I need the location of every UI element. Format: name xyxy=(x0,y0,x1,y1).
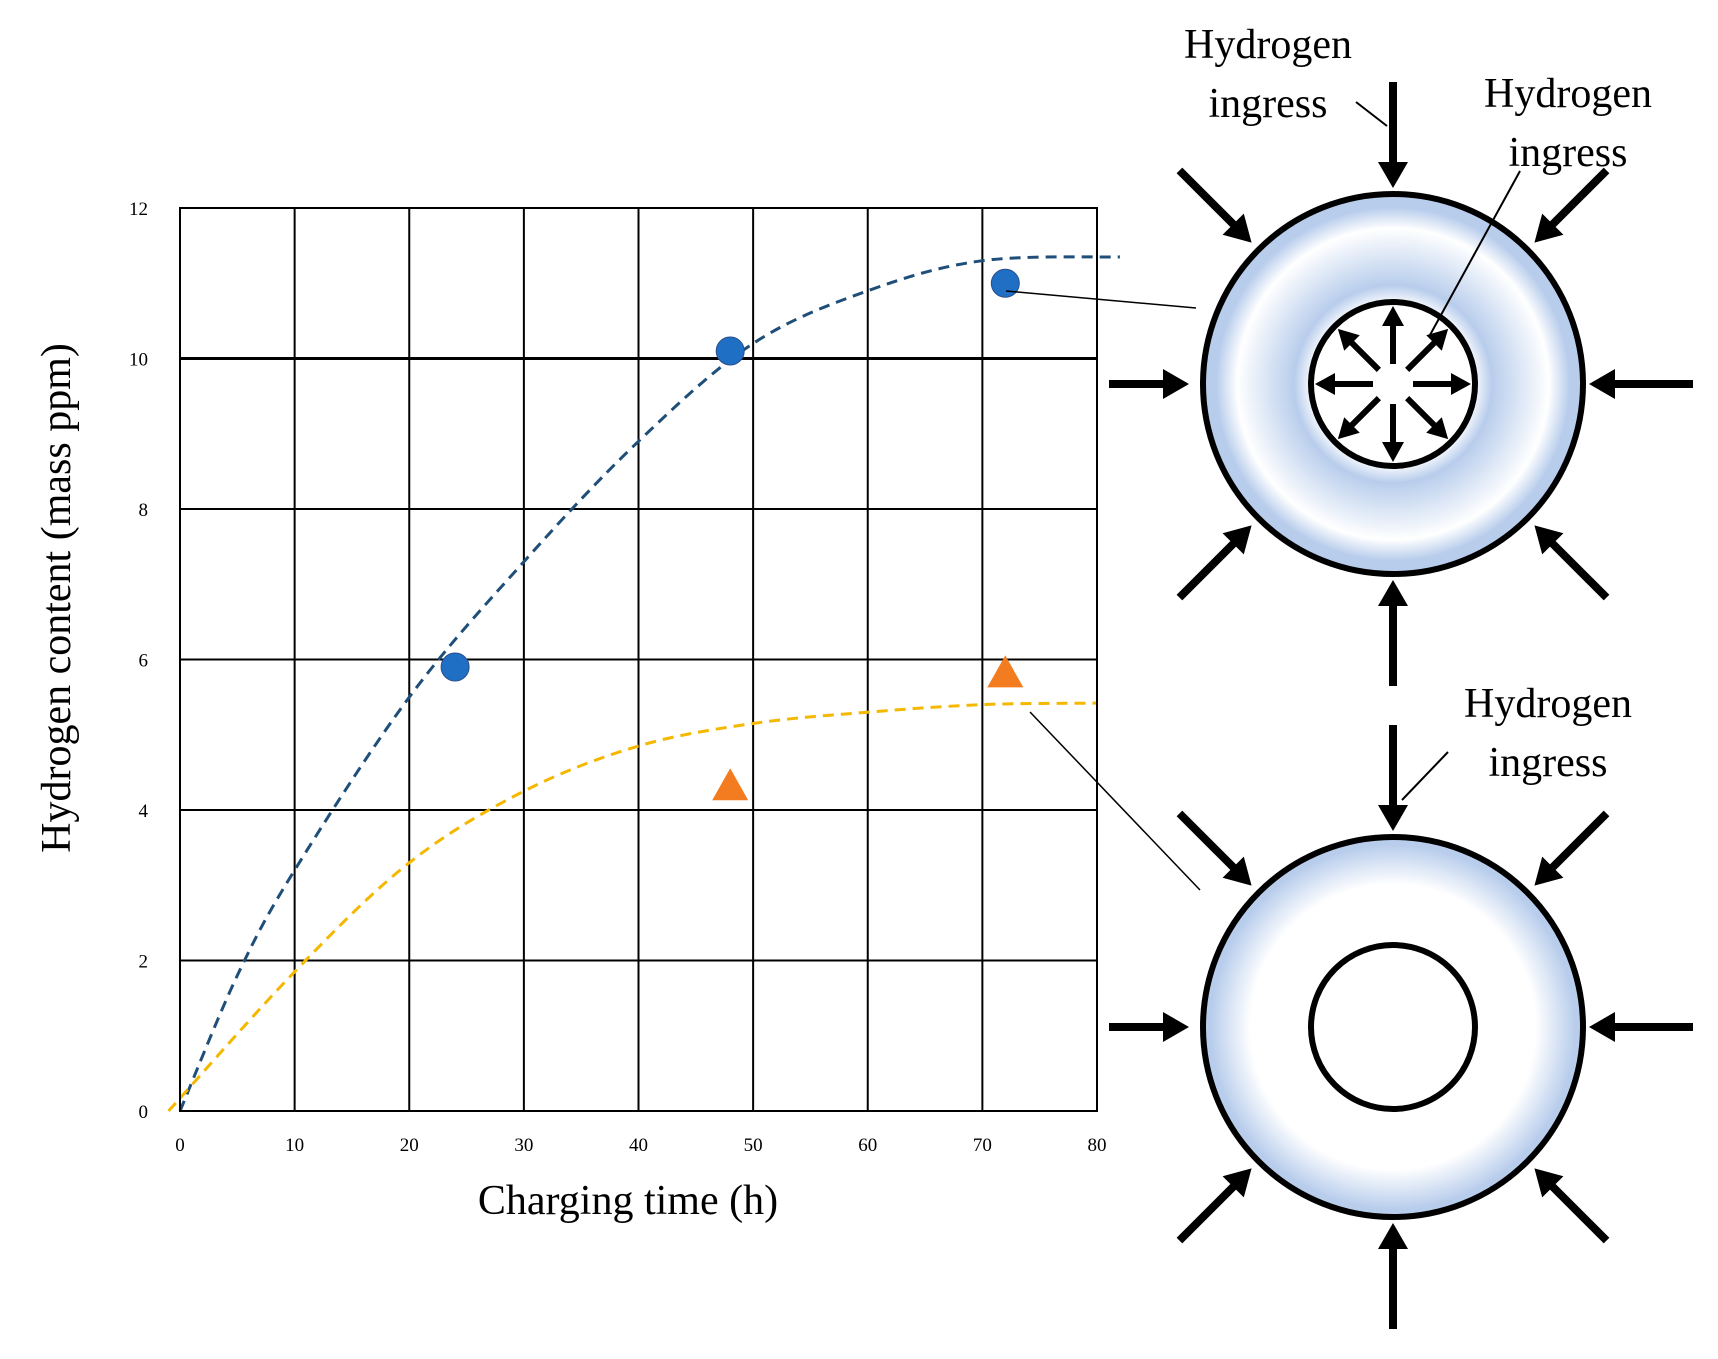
ring-diagram-bottom: Hydrogen ingress xyxy=(1109,681,1693,1329)
arrow-icon xyxy=(1534,525,1610,601)
y-tick-label: 2 xyxy=(139,952,149,973)
arrow-icon xyxy=(1382,404,1404,462)
ring-diagram-top: Hydrogen ingress Hydrogen ingress xyxy=(1109,22,1693,686)
y-tick-label: 8 xyxy=(139,500,149,521)
x-tick-labels: 0 10 20 30 40 50 60 70 80 xyxy=(175,1135,1106,1156)
arrow-icon xyxy=(1109,1012,1189,1042)
data-point-triangle xyxy=(987,655,1024,688)
plot-grid xyxy=(179,207,1098,1112)
label-top-outer-line1: Hydrogen xyxy=(1184,22,1352,68)
arrow-icon xyxy=(1413,373,1471,395)
x-tick-label: 50 xyxy=(744,1135,763,1156)
label-top-outer-line2: ingress xyxy=(1209,81,1328,127)
arrow-icon xyxy=(1378,725,1408,831)
x-tick-label: 20 xyxy=(400,1135,419,1156)
label-pointer-top-outer xyxy=(1355,101,1388,127)
arrow-icon xyxy=(1315,373,1373,395)
arrow-icon xyxy=(1176,525,1252,601)
x-tick-label: 10 xyxy=(285,1135,304,1156)
x-axis-title: Charging time (h) xyxy=(478,1178,778,1224)
arrow-icon xyxy=(1176,1168,1252,1244)
label-pointer-top-inner xyxy=(1429,170,1521,336)
x-tick-label: 70 xyxy=(973,1135,992,1156)
data-point-circle xyxy=(715,336,745,366)
arrow-icon xyxy=(1337,328,1381,372)
data-point-circle xyxy=(440,652,470,682)
leader-line-bottom xyxy=(1029,711,1201,891)
arrow-icon xyxy=(1405,328,1449,372)
y-tick-label: 4 xyxy=(139,801,149,822)
data-point-triangle xyxy=(712,768,749,801)
y-tick-label: 6 xyxy=(139,651,149,672)
arrow-icon xyxy=(1405,396,1449,440)
x-tick-label: 0 xyxy=(175,1135,185,1156)
fit-line-series-1 xyxy=(178,255,1120,1112)
inner-bore-bottom xyxy=(1308,942,1478,1112)
y-tick-label: 12 xyxy=(129,199,148,220)
arrow-icon xyxy=(1176,810,1252,886)
arrow-icon xyxy=(1378,1223,1408,1329)
label-bottom-line1: Hydrogen xyxy=(1464,681,1632,727)
x-tick-label: 60 xyxy=(858,1135,877,1156)
arrow-icon xyxy=(1337,396,1381,440)
arrow-icon xyxy=(1534,1168,1610,1244)
x-tick-label: 80 xyxy=(1088,1135,1107,1156)
arrow-icon xyxy=(1176,167,1252,243)
y-tick-labels: 0 2 4 6 8 10 12 xyxy=(129,199,149,1123)
x-tick-label: 30 xyxy=(514,1135,533,1156)
arrow-icon xyxy=(1534,167,1610,243)
arrow-icon xyxy=(1534,810,1610,886)
arrow-icon xyxy=(1109,369,1189,399)
fit-line-series-2 xyxy=(167,701,1098,1113)
plot-frame xyxy=(179,207,1098,1112)
label-pointer-bottom xyxy=(1401,751,1449,801)
leader-line-top xyxy=(1005,290,1197,309)
outer-ingress-arrows-top xyxy=(1109,82,1693,686)
arrow-icon xyxy=(1378,580,1408,686)
label-top-inner-line2: ingress xyxy=(1509,130,1628,176)
arrow-icon xyxy=(1589,369,1693,399)
x-tick-label: 40 xyxy=(629,1135,648,1156)
y-tick-label: 10 xyxy=(129,350,148,371)
data-markers xyxy=(440,268,1024,801)
outer-ingress-arrows-bottom xyxy=(1109,725,1693,1329)
arrow-icon xyxy=(1589,1012,1693,1042)
label-bottom-line2: ingress xyxy=(1489,740,1608,786)
data-point-circle xyxy=(990,268,1020,298)
y-tick-label: 0 xyxy=(139,1102,149,1123)
inner-ingress-arrows-top xyxy=(1315,306,1471,462)
label-top-inner-line1: Hydrogen xyxy=(1484,71,1652,117)
arrow-icon xyxy=(1382,306,1404,364)
arrow-icon xyxy=(1378,82,1408,188)
fit-lines xyxy=(167,255,1120,1113)
chart: 0 2 4 6 8 10 12 0 10 20 30 40 50 60 70 80 Charging tim… xyxy=(34,199,1120,1224)
y-axis-title: Hydrogen content (mass ppm) xyxy=(34,343,80,853)
